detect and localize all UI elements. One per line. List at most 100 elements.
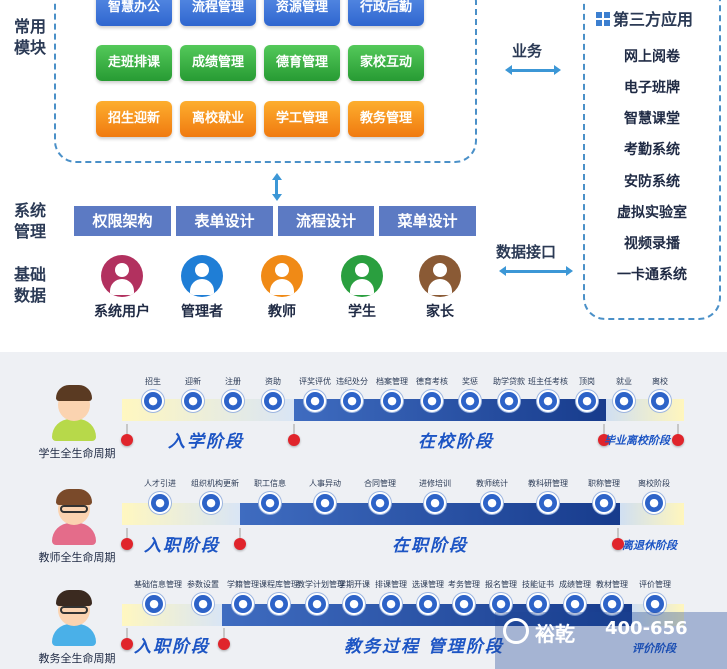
item-icon: ●	[481, 492, 503, 514]
lifecycle-item: 考务管理 ●	[444, 580, 484, 615]
student-icon	[341, 255, 383, 297]
milestone-pin	[121, 528, 133, 550]
item-icon: ●	[490, 593, 512, 615]
lifecycle-item-label: 离校	[652, 377, 668, 386]
item-icon: ●	[564, 593, 586, 615]
common-modules-box	[54, 0, 477, 163]
stage-label: 入学阶段	[168, 432, 244, 452]
item-icon: ●	[537, 492, 559, 514]
lifecycle-item: 技能证书●	[518, 580, 558, 615]
third-party-item: 考勤系统	[624, 142, 680, 158]
brand-logo-icon	[503, 618, 529, 644]
stage-label: 毕业离校阶段	[604, 434, 670, 447]
item-icon: ●	[453, 593, 475, 615]
lifecycle-item: 课程库管理●	[259, 580, 299, 615]
lifecycle-item: 报名管理●	[481, 580, 521, 615]
lifecycle-item-label: 学期开课	[338, 580, 370, 589]
lifecycle-item: 奖惩●	[450, 377, 490, 412]
third-party-item: 智慧课堂	[624, 111, 680, 127]
role-label: 系统用户	[94, 304, 150, 320]
lifecycle-item: 学期开课 ●	[334, 580, 374, 615]
lifecycle-item: 就业●	[604, 377, 644, 412]
lifecycle-item: 教学计划管理 ●	[297, 580, 345, 615]
lifecycle-item-label: 考务管理	[448, 580, 480, 589]
system-tool-tile: 权限架构	[74, 206, 171, 236]
lifecycle-item-label: 评价管理	[639, 580, 671, 589]
lifecycle-item-label: 合同管理	[364, 479, 396, 488]
data-interface-double-arrow	[499, 266, 573, 276]
apps-grid-icon	[596, 12, 610, 26]
module-tile: 行政后勤	[348, 0, 424, 26]
module-tile: 资源管理	[264, 0, 340, 26]
third-party-box	[583, 0, 721, 320]
lifecycle-item-label: 组织机构更新	[191, 479, 239, 488]
lifecycle-item: 离校 ●	[640, 377, 680, 412]
role-label: 教师	[268, 304, 296, 320]
item-icon: ●	[424, 492, 446, 514]
module-tile: 招生迎新	[96, 101, 172, 137]
stage-label: 入职阶段	[144, 536, 220, 556]
third-party-item: 电子班牌	[624, 80, 680, 96]
item-icon: ●	[649, 390, 671, 412]
lifecycle-item: 资助●	[253, 377, 293, 412]
lifecycle-item-label: 迎新	[185, 377, 201, 386]
item-icon: ●	[643, 492, 665, 514]
lifecycle-item-label: 奖惩	[462, 377, 478, 386]
milestone-pin	[672, 424, 684, 446]
lifecycle-item-label: 教材管理	[596, 580, 628, 589]
item-icon: ●	[421, 390, 443, 412]
lifecycle-item-label: 离校阶段	[638, 479, 670, 488]
lifecycle-item-label: 课程库管理	[259, 580, 299, 589]
module-tile: 智慧办公	[96, 0, 172, 26]
lifecycle-item: 职称管理 ●	[584, 479, 624, 514]
teacher-icon	[261, 255, 303, 297]
lifecycle-item: 注册●	[213, 377, 253, 412]
business-double-arrow	[505, 65, 561, 75]
role-label: 学生	[348, 304, 376, 320]
item-icon: ●	[314, 492, 336, 514]
lifecycle-item-label: 人事异动	[309, 479, 341, 488]
role-parent: 家长	[400, 255, 480, 321]
parent-icon	[419, 255, 461, 297]
third-party-item: 视频录播	[624, 236, 680, 252]
module-tile: 流程管理	[180, 0, 256, 26]
lifecycle-item-label: 职称管理	[588, 479, 620, 488]
lifecycle-item: 选课管理●	[408, 580, 448, 615]
role-system-user: 系统用户	[82, 255, 162, 321]
data-interface-label: 数据接口	[496, 243, 557, 261]
item-icon: ●	[644, 593, 666, 615]
lifecycle-item: 基础信息管理●	[134, 580, 182, 615]
stage-label: 评价阶段	[632, 642, 676, 655]
item-icon: ●	[380, 593, 402, 615]
system-management-label: 系统管理	[13, 201, 46, 241]
item-icon: ●	[593, 492, 615, 514]
module-tile: 学工管理	[264, 101, 340, 137]
item-icon: ●	[259, 492, 281, 514]
third-party-item: 虚拟实验室	[617, 205, 687, 221]
module-tile: 成绩管理	[180, 45, 256, 81]
milestone-pin	[288, 424, 300, 446]
item-icon: ●	[576, 390, 598, 412]
lifecycle-item: 职工信息●	[250, 479, 290, 514]
stage-label: 教务过程 管理阶段	[344, 637, 504, 657]
manager-icon	[181, 255, 223, 297]
lifecycle-item: 教材管理●	[592, 580, 632, 615]
lifecycle-item: 离校阶段 ●	[634, 479, 674, 514]
item-icon: ●	[381, 390, 403, 412]
third-party-title: 第三方应用	[596, 6, 693, 30]
lifecycle-item-label: 教学计划管理	[297, 580, 345, 589]
brand-phone: 400-656	[605, 618, 688, 639]
module-tile: 家校互动	[348, 45, 424, 81]
lifecycle-item-label: 人才引进	[144, 479, 176, 488]
stage-label: 在校阶段	[418, 432, 494, 452]
item-icon: ●	[343, 593, 365, 615]
lifecycle-item-label: 进修培训	[419, 479, 451, 488]
stage-label: 入职阶段	[134, 637, 210, 657]
item-icon: ●	[306, 593, 328, 615]
lifecycle-item: 进修培训 ●	[415, 479, 455, 514]
third-party-item: 一卡通系统	[617, 267, 687, 283]
system-tool-tile: 流程设计	[278, 206, 374, 236]
role-manager: 管理者	[162, 255, 242, 321]
item-icon: ●	[262, 390, 284, 412]
milestone-pin	[598, 424, 610, 446]
